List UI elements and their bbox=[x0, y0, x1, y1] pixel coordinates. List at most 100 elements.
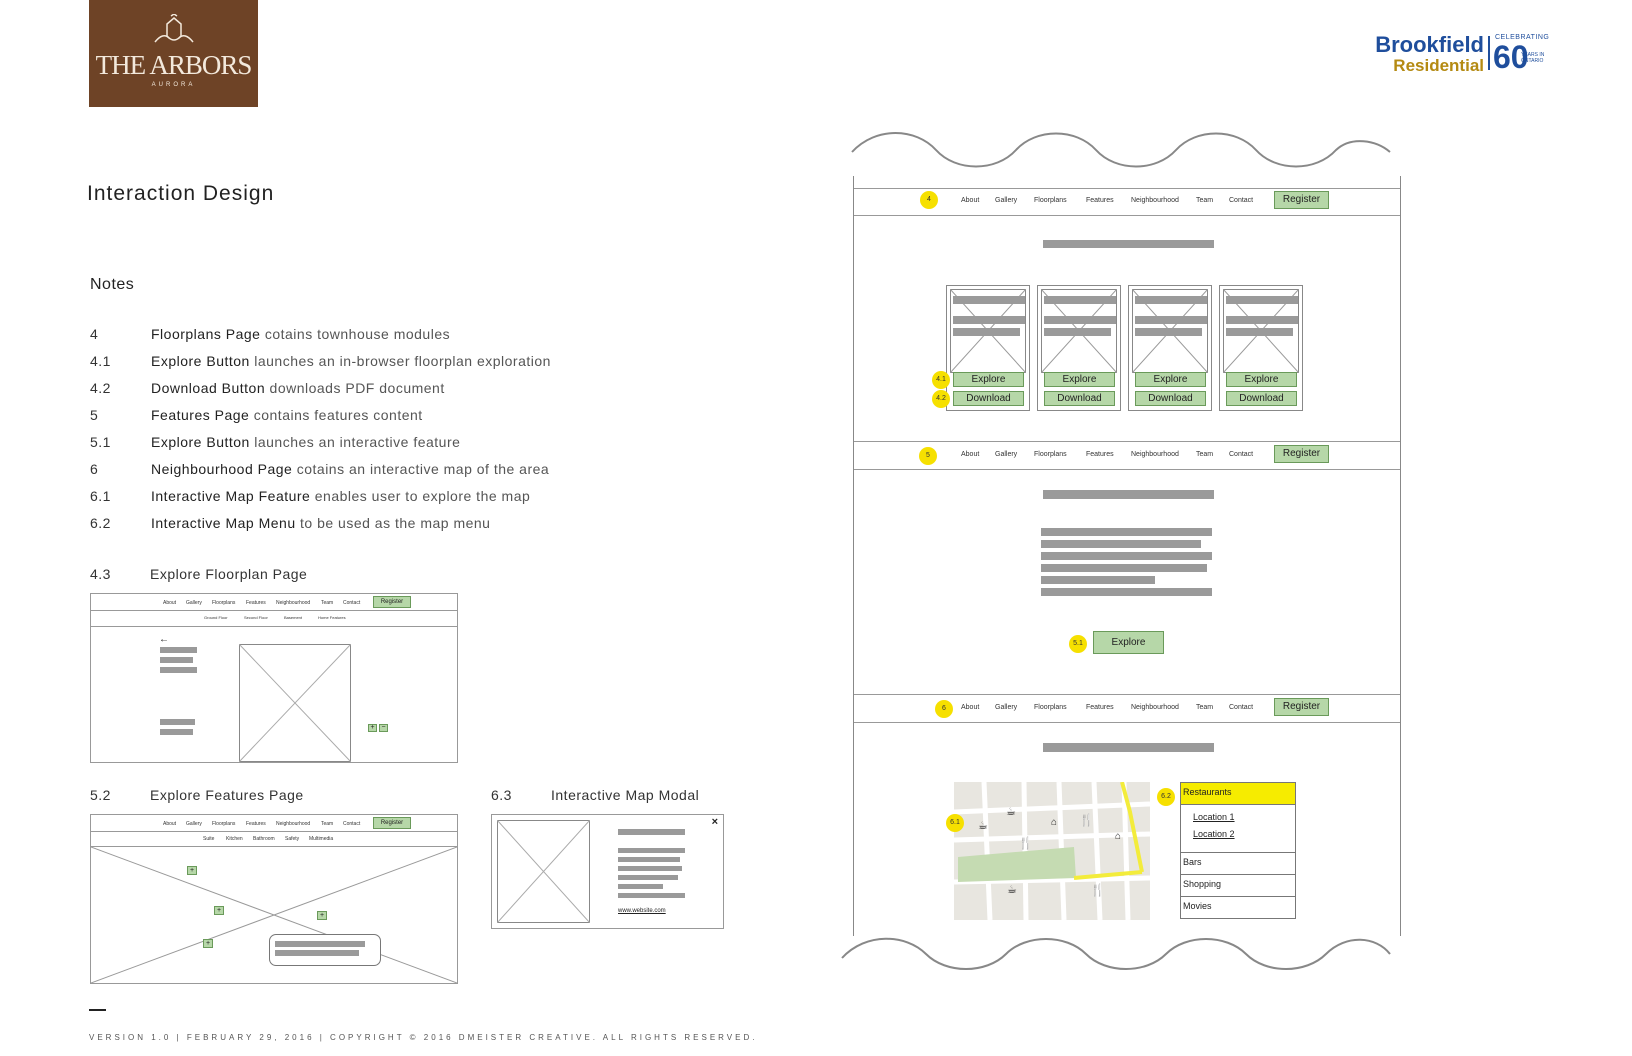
explore-button[interactable]: Explore bbox=[1135, 372, 1206, 387]
placeholder-bar bbox=[618, 875, 678, 880]
nav-item[interactable]: Neighbourhood bbox=[1131, 704, 1179, 711]
placeholder-bar bbox=[1226, 296, 1298, 304]
placeholder-bar bbox=[1041, 564, 1207, 572]
note-num: 4.1 bbox=[90, 353, 111, 369]
nav-item[interactable]: Neighbourhood bbox=[1131, 197, 1179, 204]
logo-subtitle: AURORA bbox=[151, 82, 196, 88]
zoom-out-button[interactable]: − bbox=[379, 724, 388, 732]
nav-item: Team bbox=[321, 821, 334, 827]
nav-item[interactable]: About bbox=[961, 704, 980, 711]
restaurant-icon[interactable]: 🍴 bbox=[1079, 813, 1094, 827]
hotspot-button[interactable]: + bbox=[214, 906, 224, 915]
restaurant-icon[interactable]: 🍴 bbox=[1090, 883, 1105, 897]
placeholder-bar bbox=[618, 857, 680, 862]
footer-dash bbox=[89, 1009, 106, 1011]
divider bbox=[854, 469, 1400, 470]
nav-item[interactable]: About bbox=[961, 197, 980, 204]
shop-icon[interactable]: ⌂ bbox=[1115, 831, 1122, 842]
restaurant-icon[interactable]: 🍴 bbox=[1018, 836, 1033, 850]
nav-item[interactable]: Floorplans bbox=[1034, 451, 1067, 458]
marker-5-1: 5.1 bbox=[1069, 635, 1087, 653]
nav-item[interactable]: Contact bbox=[1229, 451, 1254, 458]
back-arrow-icon[interactable]: ← bbox=[159, 634, 169, 645]
nav-item[interactable]: Features bbox=[1086, 451, 1114, 458]
menu-item-movies[interactable]: Movies bbox=[1181, 896, 1295, 918]
explore-button[interactable]: Explore bbox=[1044, 372, 1115, 387]
placeholder-bar bbox=[1044, 316, 1116, 324]
placeholder-bar bbox=[953, 316, 1025, 324]
register-button[interactable]: Register bbox=[1274, 445, 1329, 463]
menu-item-bars[interactable]: Bars bbox=[1181, 852, 1295, 874]
nav-item[interactable]: Features bbox=[1086, 197, 1114, 204]
nav-item: About bbox=[163, 821, 177, 827]
coffee-icon[interactable]: ☕ bbox=[1007, 884, 1017, 896]
page-title: Interaction Design bbox=[87, 182, 275, 205]
subnav-item: Bathroom bbox=[253, 836, 275, 842]
close-icon[interactable]: × bbox=[711, 816, 718, 828]
location-link[interactable]: Location 2 bbox=[1193, 829, 1235, 839]
download-button[interactable]: Download bbox=[1135, 391, 1206, 406]
placeholder-heading-bar bbox=[1043, 743, 1214, 752]
shop-icon[interactable]: ⌂ bbox=[1051, 817, 1058, 828]
divider bbox=[854, 215, 1400, 216]
website-link[interactable]: www.website.com bbox=[618, 908, 666, 914]
note-text: launches an interactive feature bbox=[249, 434, 461, 450]
nav-item[interactable]: Neighbourhood bbox=[1131, 451, 1179, 458]
placeholder-bar bbox=[160, 667, 197, 673]
hotspot-tooltip bbox=[269, 934, 381, 966]
nav-item[interactable]: Features bbox=[1086, 704, 1114, 711]
placeholder-bar bbox=[618, 884, 663, 889]
coffee-icon[interactable]: ☕ bbox=[1006, 806, 1016, 818]
nav-item[interactable]: Gallery bbox=[995, 451, 1018, 458]
nav-item[interactable]: Gallery bbox=[995, 704, 1018, 711]
nav-item: Floorplans bbox=[212, 600, 236, 606]
download-button[interactable]: Download bbox=[1226, 391, 1297, 406]
placeholder-bar bbox=[618, 848, 685, 853]
townhouse-module: Explore Download bbox=[946, 285, 1030, 411]
interactive-map[interactable] bbox=[954, 782, 1150, 920]
section-num: 4.3 bbox=[90, 566, 111, 582]
hotspot-button[interactable]: + bbox=[317, 911, 327, 920]
modal-image-placeholder bbox=[497, 820, 590, 923]
explore-button[interactable]: Explore bbox=[1226, 372, 1297, 387]
hotspot-button[interactable]: + bbox=[203, 939, 213, 948]
nav-item[interactable]: Team bbox=[1196, 704, 1214, 711]
divider bbox=[91, 610, 457, 611]
download-button[interactable]: Download bbox=[1044, 391, 1115, 406]
download-button[interactable]: Download bbox=[953, 391, 1024, 406]
zoom-in-button[interactable]: + bbox=[368, 724, 377, 732]
nav-item[interactable]: Gallery bbox=[995, 197, 1018, 204]
placeholder-bar bbox=[160, 657, 193, 663]
placeholder-bar bbox=[1044, 296, 1116, 304]
nav-item[interactable]: Contact bbox=[1229, 197, 1254, 204]
years-number: 60 bbox=[1493, 39, 1529, 75]
explore-button[interactable]: Explore bbox=[953, 372, 1024, 387]
register-button[interactable]: Register bbox=[373, 596, 411, 608]
hotspot-button[interactable]: + bbox=[187, 866, 197, 875]
nav-item[interactable]: Team bbox=[1196, 451, 1214, 458]
section-label: Explore Floorplan Page bbox=[150, 566, 308, 582]
location-link[interactable]: Location 1 bbox=[1193, 812, 1235, 822]
nav-item: Neighbourhood bbox=[276, 600, 311, 606]
note-num: 4.2 bbox=[90, 380, 111, 396]
register-button[interactable]: Register bbox=[1274, 191, 1329, 209]
brand-line2: Residential bbox=[1393, 56, 1484, 75]
nav-item[interactable]: Team bbox=[1196, 197, 1214, 204]
coffee-icon[interactable]: ☕ bbox=[978, 820, 988, 832]
nav-item[interactable]: Floorplans bbox=[1034, 704, 1067, 711]
register-button[interactable]: Register bbox=[1274, 698, 1329, 716]
nav-item[interactable]: About bbox=[961, 451, 980, 458]
menu-item-shopping[interactable]: Shopping bbox=[1181, 874, 1295, 896]
menu-item-restaurants[interactable]: Restaurants bbox=[1181, 783, 1295, 805]
features-explore-button[interactable]: Explore bbox=[1093, 631, 1164, 654]
nav-item[interactable]: Contact bbox=[1229, 704, 1254, 711]
placeholder-bar bbox=[1226, 316, 1298, 324]
section-label: Explore Features Page bbox=[150, 787, 304, 803]
subnav-item: Kitchen bbox=[226, 836, 243, 842]
nav-item[interactable]: Floorplans bbox=[1034, 197, 1067, 204]
note-num: 5.1 bbox=[90, 434, 111, 450]
register-button[interactable]: Register bbox=[373, 817, 411, 829]
placeholder-bar bbox=[1041, 576, 1155, 584]
brookfield-logo: Brookfield Residential bbox=[1362, 34, 1484, 76]
